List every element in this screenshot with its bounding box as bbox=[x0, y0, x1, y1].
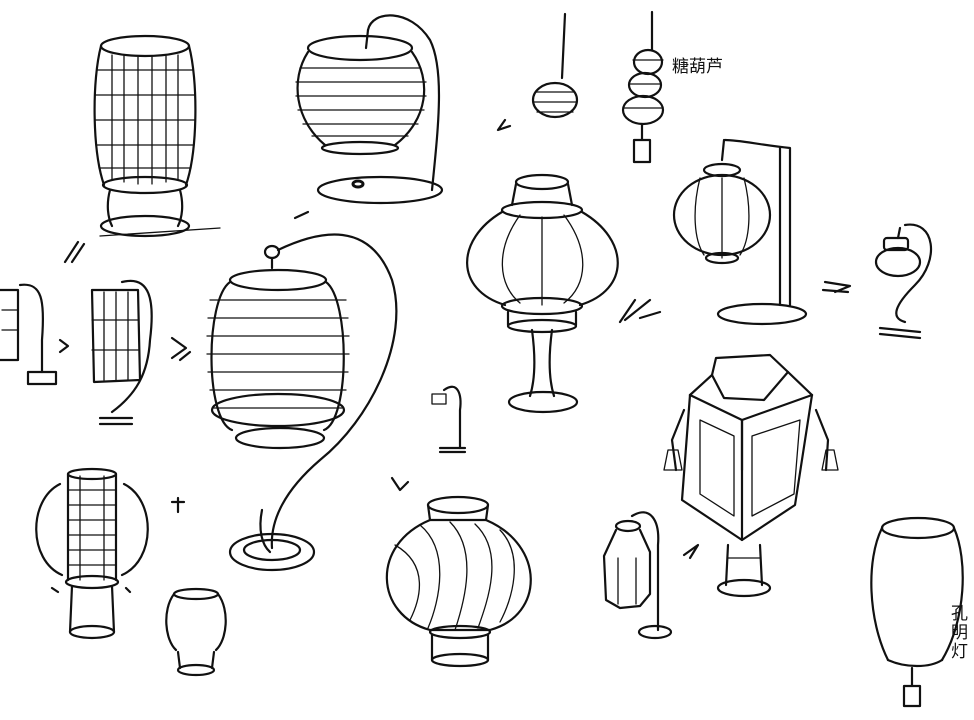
gourd-note-label: 糖葫芦 bbox=[672, 57, 723, 77]
small-cup-lantern-sketch bbox=[165, 496, 227, 677]
round-lantern-tall-stand-sketch bbox=[672, 138, 852, 326]
small-hanging-lantern-sketch bbox=[496, 12, 579, 132]
tall-barrel-lantern-sketch bbox=[93, 34, 221, 238]
ribbed-lantern-on-stand-sketch bbox=[295, 14, 444, 205]
twisted-lantern-sketch bbox=[385, 476, 532, 668]
small-lantern-s-hook-sketch bbox=[874, 223, 933, 340]
small-hook-stand-sketch bbox=[431, 385, 467, 454]
pillar-lantern-sketch bbox=[35, 467, 149, 640]
gourd-string-lantern-sketch: 糖葫芦 bbox=[621, 10, 723, 164]
hexagonal-palace-lantern-sketch bbox=[663, 353, 839, 598]
cylinder-lantern-swan-stand-sketch bbox=[206, 210, 398, 572]
kongming-note: 孔明灯 bbox=[947, 604, 967, 661]
palace-lantern-on-pedestal-sketch bbox=[466, 173, 662, 414]
concept-sequence-sketch bbox=[0, 240, 192, 426]
hexagonal-lantern-on-post-sketch bbox=[602, 511, 700, 640]
kongming-lantern-sketch bbox=[870, 516, 964, 708]
